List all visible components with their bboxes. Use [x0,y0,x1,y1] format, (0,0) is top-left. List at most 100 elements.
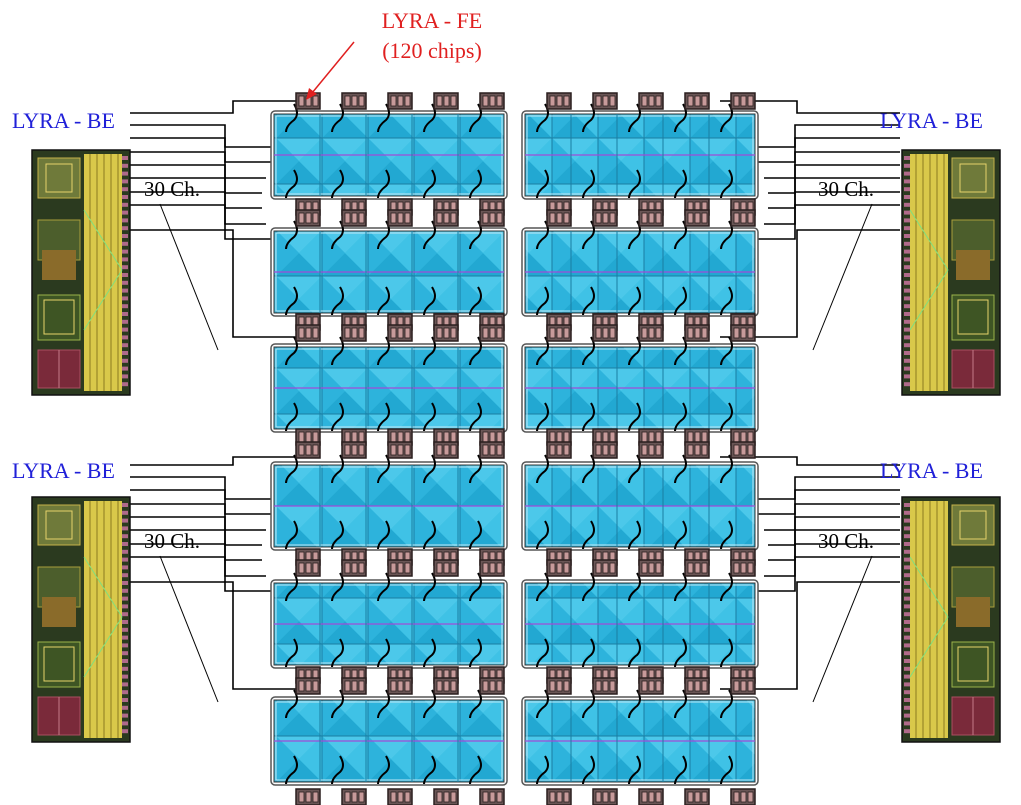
fe-chip [433,788,459,805]
bond-wire [536,169,549,199]
fe-chip [546,428,572,446]
bond-wire [285,336,298,366]
bond-wire [423,402,436,432]
fe-chip [592,666,618,684]
bond-wire [674,286,687,316]
readout-wire [752,489,900,515]
fe-chip [638,209,664,227]
bond-wire [285,638,298,668]
fe-chip [387,209,413,227]
bond-wire [423,286,436,316]
fe-chip [295,324,321,342]
fe-chip [341,441,367,459]
bond-wire [720,572,733,602]
be-chip-board [901,149,1001,396]
fe-chip [387,559,413,577]
readout-wire [130,229,300,338]
bond-wire [331,572,344,602]
bond-wire [331,689,344,719]
bond-wire [377,402,390,432]
fe-chip [341,677,367,695]
bond-wire [536,454,549,484]
readout-wire [130,556,278,592]
fe-chip [592,428,618,446]
bond-wire [285,454,298,484]
bond-wire [377,638,390,668]
fe-chip [479,209,505,227]
fe-chip [341,559,367,577]
readout-wire [720,581,900,690]
bond-wire [628,286,641,316]
bond-wire [536,402,549,432]
readout-wire [740,476,900,500]
fe-chip [341,788,367,805]
sensor-module [521,689,759,786]
bond-wire [628,454,641,484]
bond-wire [628,336,641,366]
be-chip-board [31,149,131,396]
fe-chip [433,677,459,695]
fe-chip [684,441,710,459]
be-label-bottom-right: LYRA - BE [880,458,983,483]
bond-wire [469,638,482,668]
fe-chip [387,92,413,110]
fe-chip [684,209,710,227]
fe-chip [638,92,664,110]
fe-chip [295,677,321,695]
bond-wire [423,689,436,719]
bond-wire [582,689,595,719]
fe-arrow [311,41,355,94]
fe-chip [730,441,756,459]
sensor-modules [270,103,759,786]
fe-chip [592,209,618,227]
sensor-module [270,336,508,433]
bond-wire [674,169,687,199]
fe-chip [387,788,413,805]
sensor-module [521,220,759,317]
readout-wire [130,456,300,466]
bond-wire [628,402,641,432]
bond-wire [285,402,298,432]
bond-wire [720,169,733,199]
bond-wire [582,638,595,668]
front-end-chips [295,92,756,805]
be-chip-board [31,496,131,743]
bond-wire [536,572,549,602]
fe-chip [730,788,756,805]
fe-chip [295,559,321,577]
channel-leader-bottom-right [812,555,873,703]
bond-wire [720,402,733,432]
fe-chip [341,428,367,446]
fe-chip [479,324,505,342]
channel-leader-top-right [812,203,873,351]
fe-chip [730,559,756,577]
fe-chip [546,92,572,110]
bond-wire [377,520,390,550]
sensor-module [270,220,508,317]
fe-chip [730,209,756,227]
readout-wire [130,100,300,114]
be-chip-board [901,496,1001,743]
bond-wire [423,638,436,668]
bond-wire [674,572,687,602]
fe-chip [638,677,664,695]
fe-chip [684,324,710,342]
bond-wire [674,520,687,550]
bond-wire [285,689,298,719]
bond-wire [582,169,595,199]
sensor-module [521,336,759,433]
sensor-module [270,454,508,551]
fe-chip [638,788,664,805]
bond-wire [582,286,595,316]
bond-wire [582,336,595,366]
bond-wire [469,572,482,602]
bond-wire [720,689,733,719]
bond-wire [285,286,298,316]
bond-wire [331,336,344,366]
fe-chip [479,677,505,695]
readout-wire [130,581,300,690]
fe-chip [730,324,756,342]
readout-wire [720,229,900,338]
fe-label-line1: LYRA - FE [382,8,482,33]
